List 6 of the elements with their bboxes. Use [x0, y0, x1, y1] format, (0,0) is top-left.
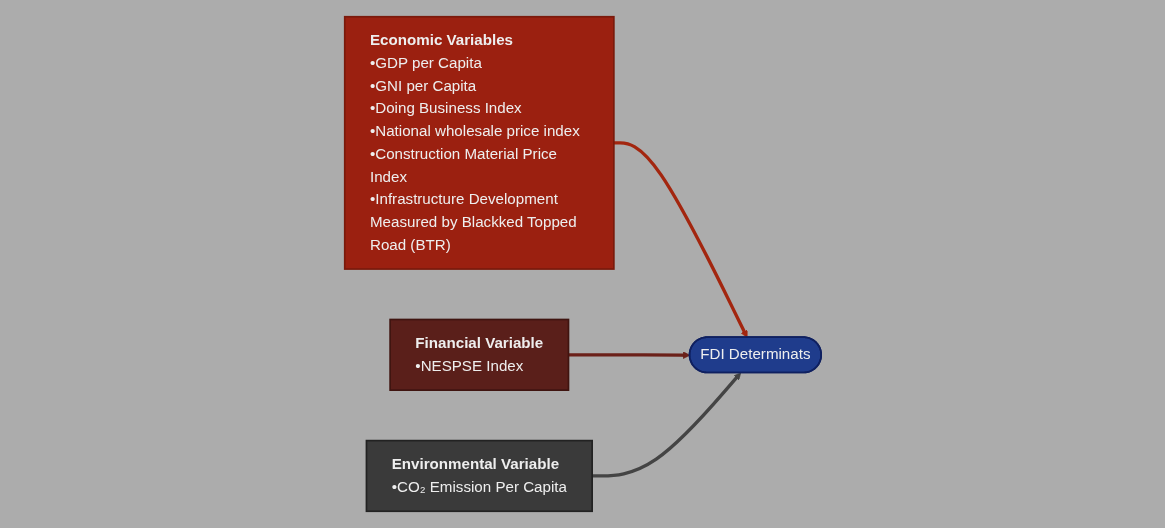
- node-box: Financial Variable •NESPSE Index: [388, 318, 569, 391]
- arrow: [591, 372, 741, 478]
- arrow: [613, 141, 748, 338]
- node-box: Environmental Variable •CO₂ Emission Per Capita: [365, 439, 593, 513]
- arrow: [568, 351, 690, 359]
- node-box: Economic Variables •GDP per Capita •GNI per Capita •Doing Business Index •National wholesale price index •Construction Material Price Index •Infrastructure Development Measured by Blackked Topped Road (BTR): [343, 15, 615, 270]
